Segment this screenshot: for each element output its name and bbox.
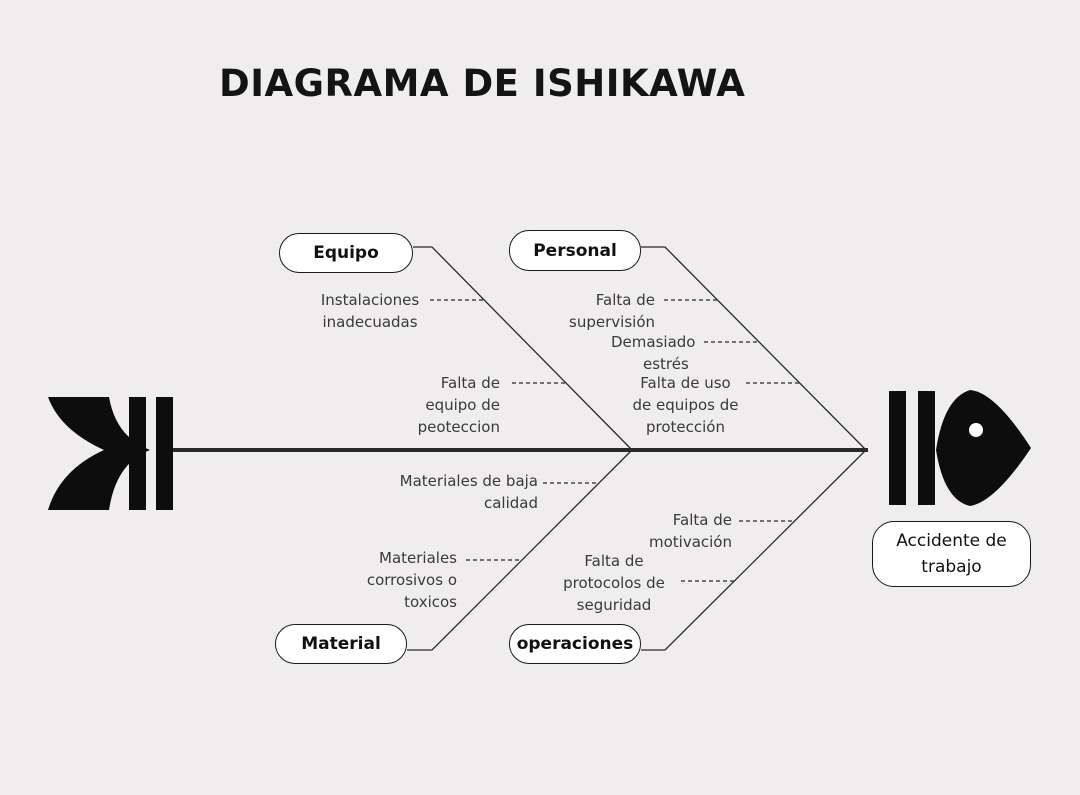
effect-line-1: Accidente de xyxy=(896,531,1007,551)
bone-material xyxy=(407,449,633,651)
cause-falta-supervision: Falta de supervisión xyxy=(569,291,655,331)
cause-falta-uso: Falta de uso de equipos de protección xyxy=(632,374,739,436)
bone-equipo xyxy=(413,246,633,451)
category-equipo: Equipo xyxy=(279,233,413,273)
cause-protocolos: Falta de protocolos de seguridad xyxy=(563,552,665,614)
effect-box: Accidente de trabajo xyxy=(872,521,1031,587)
cause-motivacion: Falta de motivación xyxy=(648,511,732,551)
category-operaciones: operaciones xyxy=(509,624,641,664)
cause-instalaciones: Instalaciones inadecuadas xyxy=(320,291,420,331)
cause-baja-calidad: Materiales de baja calidad xyxy=(399,472,538,512)
diagram-title: DIAGRAMA DE ISHIKAWA xyxy=(219,62,746,105)
effect-line-2: trabajo xyxy=(921,557,982,577)
cause-estres: Demasiado estrés xyxy=(611,333,696,373)
category-personal: Personal xyxy=(509,230,641,271)
cause-corrosivos: Materiales corrosivos o toxicos xyxy=(366,549,457,611)
fish-eye-icon xyxy=(969,423,983,437)
bone-operaciones xyxy=(641,449,867,651)
cause-falta-equipo: Falta de equipo de peoteccion xyxy=(417,374,500,436)
fish-tail-icon xyxy=(48,397,173,510)
category-material: Material xyxy=(275,624,407,664)
bone-personal xyxy=(641,246,867,451)
fish-head-icon xyxy=(889,390,1031,506)
